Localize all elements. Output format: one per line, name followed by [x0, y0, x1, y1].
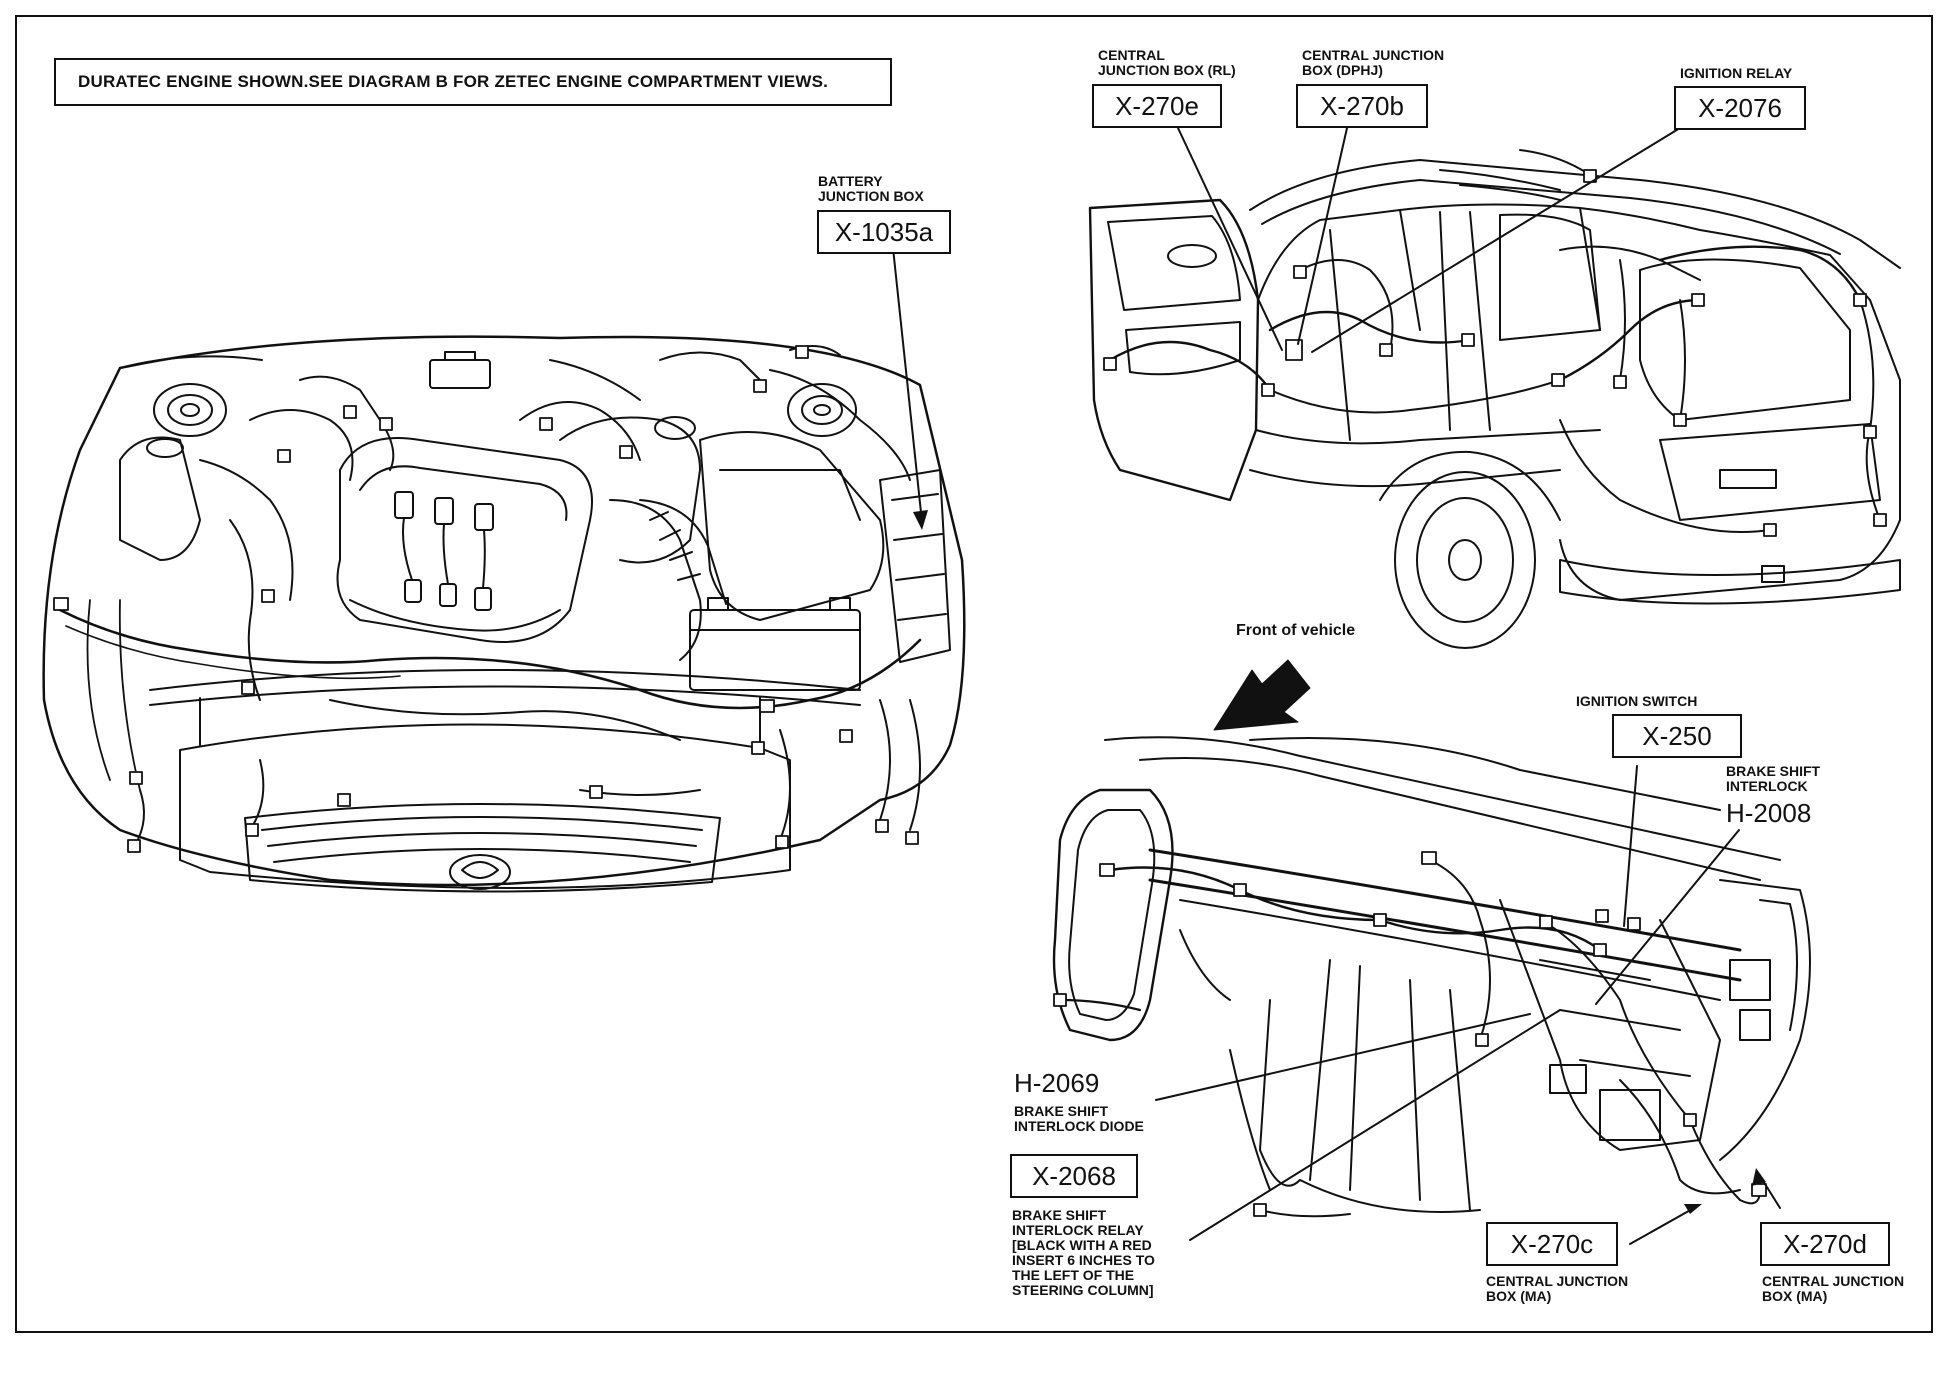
caption-line: JUNCTION BOX	[818, 188, 924, 204]
diagram-note: DURATEC ENGINE SHOWN.SEE DIAGRAM B FOR Z…	[54, 58, 892, 106]
caption-line: THE LEFT OF THE	[1012, 1267, 1135, 1283]
brake-shift-interlock-relay-caption: BRAKE SHIFT INTERLOCK RELAY [BLACK WITH …	[1012, 1208, 1155, 1298]
connector-label-x-1035a: X-1035a	[817, 210, 951, 254]
caption-line: CENTRAL	[1098, 47, 1165, 63]
caption-line: BRAKE SHIFT	[1014, 1103, 1109, 1119]
caption-line: IGNITION SWITCH	[1576, 693, 1698, 709]
connector-label-x-270d: X-270d	[1760, 1222, 1890, 1266]
caption-line: INTERLOCK	[1726, 778, 1808, 794]
caption-line: CENTRAL JUNCTION	[1302, 47, 1445, 63]
caption-line: INTERLOCK DIODE	[1014, 1118, 1144, 1134]
caption-line: CENTRAL JUNCTION	[1486, 1273, 1629, 1289]
central-junction-box-ma-d-caption: CENTRAL JUNCTION BOX (MA)	[1762, 1274, 1904, 1304]
connector-label-x-2068: X-2068	[1010, 1154, 1138, 1198]
connector-label-x-270b: X-270b	[1296, 84, 1428, 128]
caption-line: CENTRAL JUNCTION	[1762, 1273, 1905, 1289]
ignition-relay-caption: IGNITION RELAY	[1680, 66, 1792, 81]
connector-label-x-2076: X-2076	[1674, 86, 1806, 130]
leader-lines	[893, 128, 1780, 1244]
brake-shift-interlock-caption: BRAKE SHIFT INTERLOCK	[1726, 764, 1820, 794]
battery-junction-box-caption: BATTERY JUNCTION BOX	[818, 174, 924, 204]
brake-shift-interlock-diode-caption: BRAKE SHIFT INTERLOCK DIODE	[1014, 1104, 1144, 1134]
connector-label-x-270e: X-270e	[1092, 84, 1222, 128]
caption-line: BRAKE SHIFT	[1012, 1207, 1107, 1223]
connector-label-h-2008: H-2008	[1726, 798, 1812, 828]
vehicle-body-illustration	[1090, 150, 1900, 648]
front-arrow-icon	[1214, 660, 1310, 730]
connector-label-x-250: X-250	[1612, 714, 1742, 758]
caption-line: BOX (MA)	[1762, 1288, 1828, 1304]
caption-line: BATTERY	[818, 173, 883, 189]
instrument-panel-illustration	[1054, 737, 1810, 1216]
caption-line: BOX (MA)	[1486, 1288, 1552, 1304]
diagram-frame	[15, 15, 1933, 1333]
central-junction-box-rl-caption: CENTRAL JUNCTION BOX (RL)	[1098, 48, 1236, 78]
caption-line: IGNITION RELAY	[1680, 65, 1793, 81]
engine-compartment-illustration	[44, 337, 965, 892]
ignition-switch-caption: IGNITION SWITCH	[1576, 694, 1697, 709]
caption-line: STEERING COLUMN]	[1012, 1282, 1154, 1298]
connector-label-x-270c: X-270c	[1486, 1222, 1618, 1266]
leader-arrowheads	[913, 510, 1766, 1214]
front-of-vehicle-label: Front of vehicle	[1236, 622, 1356, 639]
connector-label-h-2069: H-2069	[1014, 1068, 1100, 1098]
caption-line: BOX (DPHJ)	[1302, 62, 1383, 78]
caption-line: BRAKE SHIFT	[1726, 763, 1821, 779]
caption-line: INSERT 6 INCHES TO	[1012, 1252, 1155, 1268]
caption-line: [BLACK WITH A RED	[1012, 1237, 1152, 1253]
caption-line: INTERLOCK RELAY	[1012, 1222, 1144, 1238]
caption-line: JUNCTION BOX (RL)	[1098, 62, 1236, 78]
central-junction-box-ma-c-caption: CENTRAL JUNCTION BOX (MA)	[1486, 1274, 1628, 1304]
central-junction-box-dphj-caption: CENTRAL JUNCTION BOX (DPHJ)	[1302, 48, 1444, 78]
